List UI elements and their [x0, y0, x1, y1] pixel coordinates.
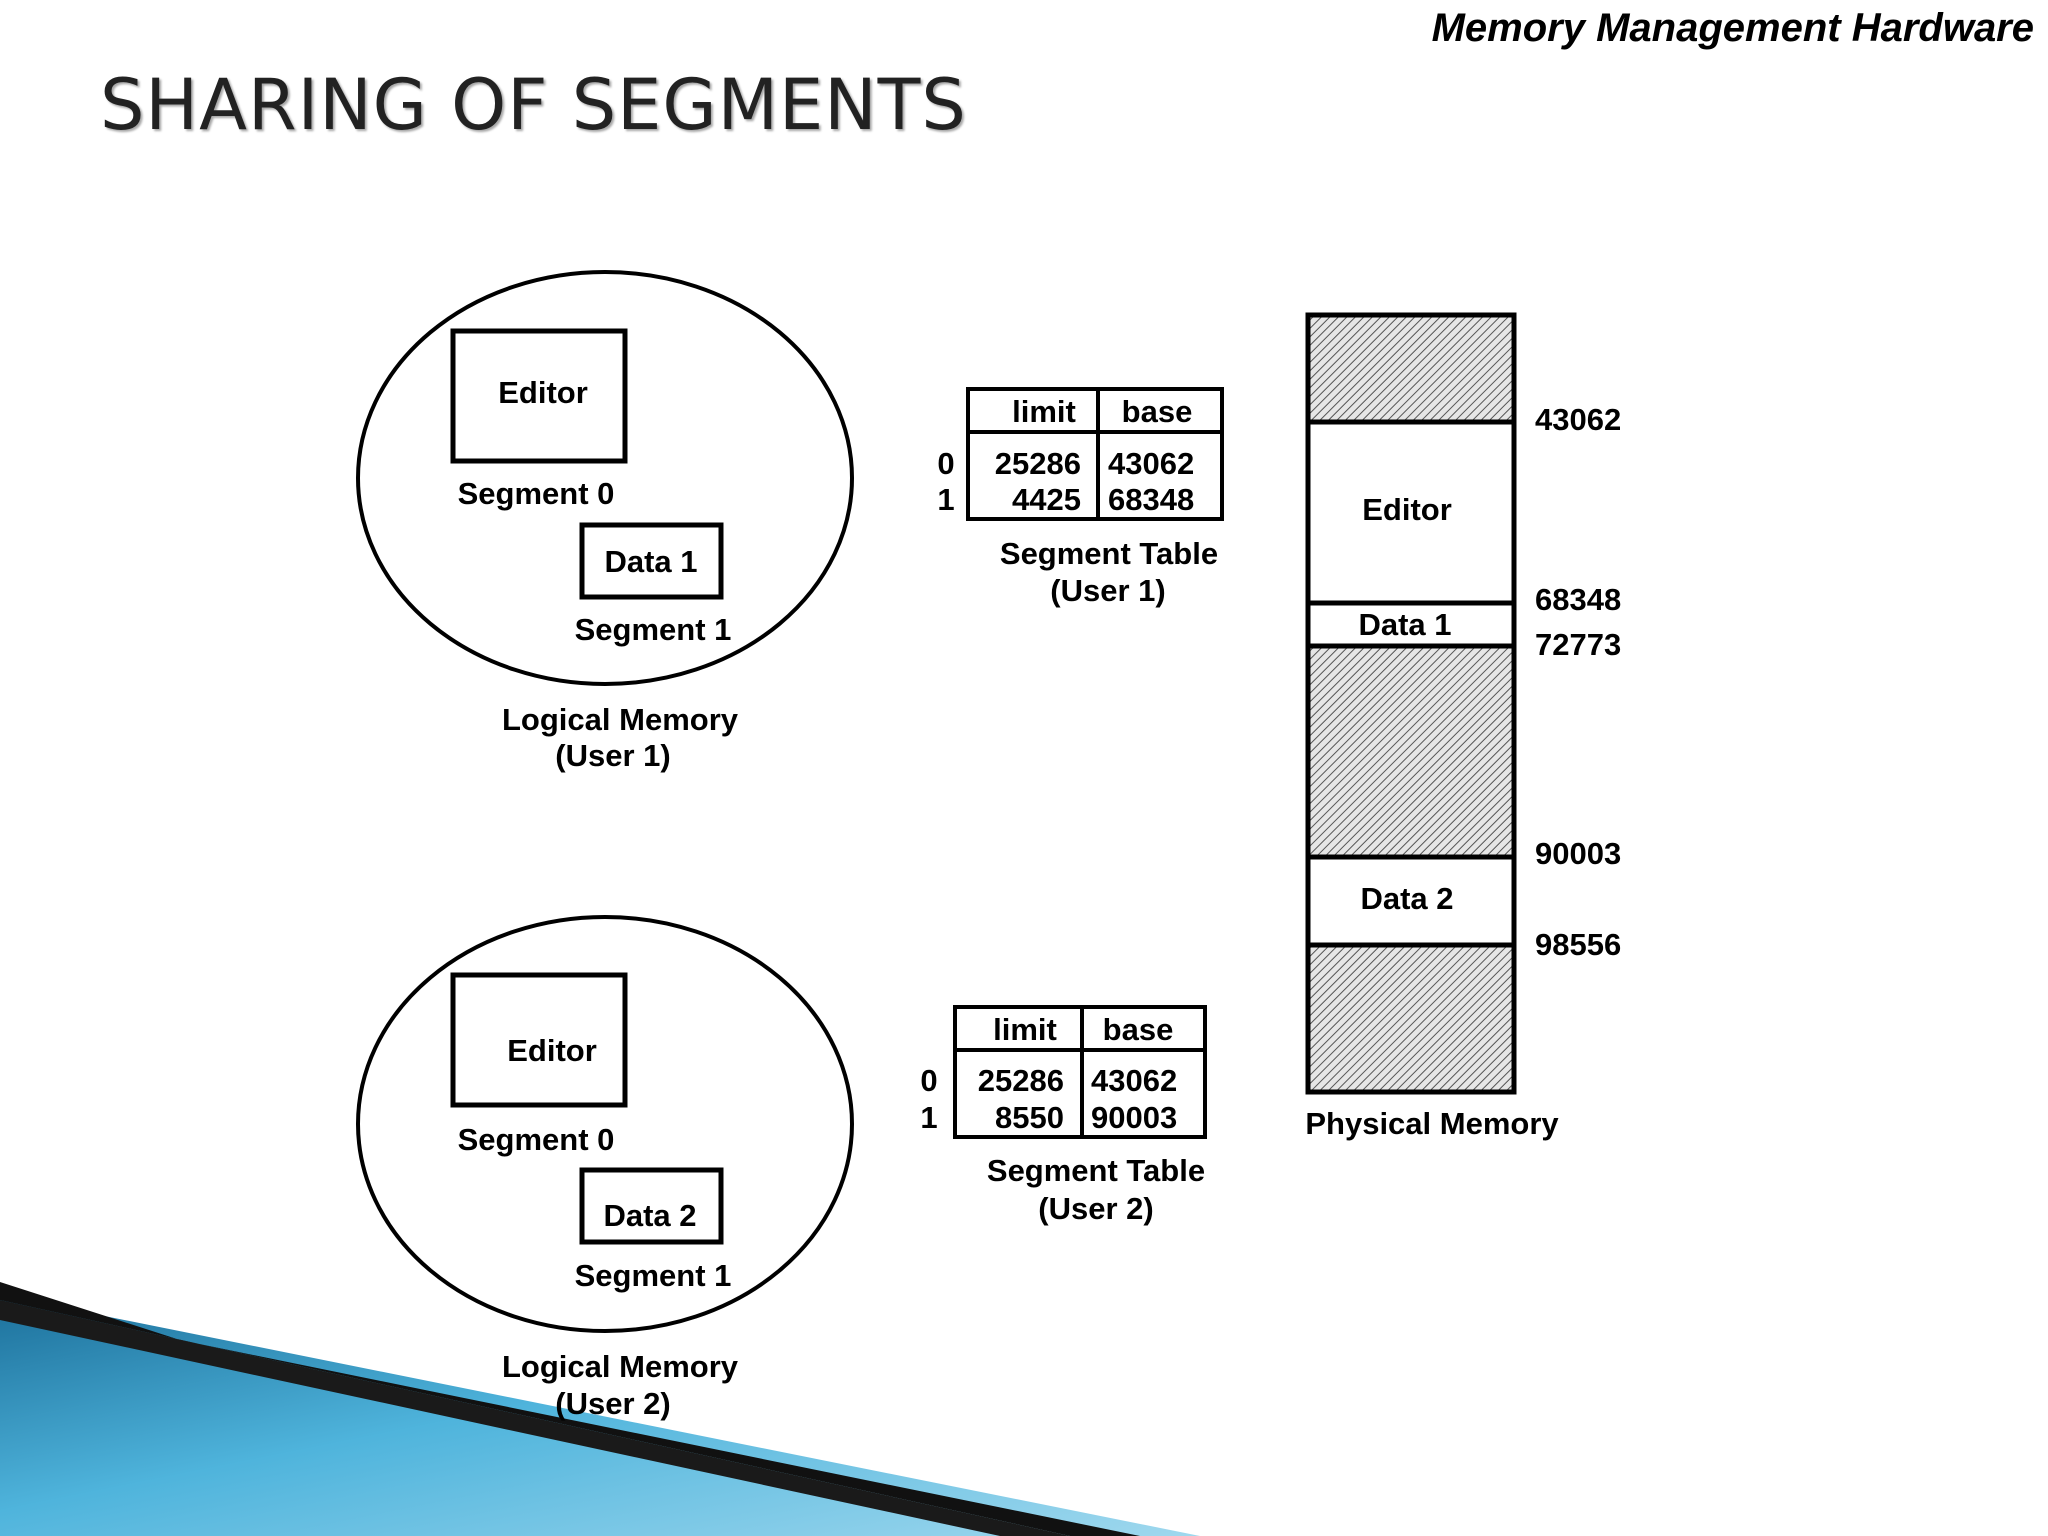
row-base: 43062	[1091, 1063, 1177, 1098]
row-limit: 4425	[1012, 482, 1081, 517]
physical-memory-frame	[1305, 312, 1517, 1095]
address-label: 98556	[1535, 927, 1621, 962]
row-index: 1	[920, 1100, 937, 1135]
row-index: 0	[937, 446, 954, 481]
free-block-bottom	[1308, 945, 1514, 1092]
editor-segment-box	[450, 972, 628, 1108]
editor-block	[1308, 422, 1514, 603]
row-index: 0	[920, 1063, 937, 1098]
segment-table-user1: limit base 0 25286 43062 1 4425 68348 Se…	[937, 387, 1224, 608]
logical-memory-user-caption: (User 1)	[555, 738, 670, 773]
logical-memory-user-caption: (User 2)	[555, 1386, 670, 1421]
row-index: 1	[937, 482, 954, 517]
row-base: 68348	[1108, 482, 1194, 517]
header-title: Memory Management Hardware	[1431, 6, 2034, 50]
address-label: 72773	[1535, 627, 1621, 662]
segment-table-caption: Segment Table	[987, 1153, 1205, 1188]
segment0-label: Segment 0	[458, 476, 615, 511]
editor-label: Editor	[498, 375, 588, 410]
segment-table-user-caption: (User 1)	[1050, 573, 1165, 608]
free-block-middle	[1308, 646, 1514, 857]
slide-title: SHARING OF SEGMENTS	[100, 64, 967, 146]
data1-block	[1308, 603, 1514, 646]
physical-memory: Editor Data 1 Data 2 43062 68348 72773 9…	[1305, 312, 1621, 1141]
physical-memory-caption: Physical Memory	[1305, 1106, 1559, 1141]
address-label: 43062	[1535, 402, 1621, 437]
data-label: Data 1	[604, 544, 697, 579]
logical-memory-user1: Editor Segment 0 Data 1 Segment 1 Logica…	[356, 270, 854, 773]
segment1-label: Segment 1	[575, 612, 732, 647]
row-base: 90003	[1091, 1100, 1177, 1135]
logical-memory-caption: Logical Memory	[502, 1349, 739, 1384]
logical-memory-ellipse	[356, 915, 854, 1333]
table-frame	[966, 387, 1224, 521]
segment1-label: Segment 1	[575, 1258, 732, 1293]
data1-block-label: Data 1	[1358, 607, 1451, 642]
limit-header: limit	[1012, 394, 1076, 429]
editor-block-label: Editor	[1362, 492, 1452, 527]
data2-block	[1308, 857, 1514, 945]
data-label: Data 2	[603, 1198, 696, 1233]
logical-memory-ellipse	[356, 270, 854, 686]
row-limit: 8550	[995, 1100, 1064, 1135]
segment0-label: Segment 0	[458, 1122, 615, 1157]
free-block-top	[1308, 315, 1514, 422]
editor-label: Editor	[507, 1033, 597, 1068]
data2-block-label: Data 2	[1360, 881, 1453, 916]
logical-memory-caption: Logical Memory	[502, 702, 739, 737]
segment-table-user2: limit base 0 25286 43062 1 8550 90003 Se…	[920, 1005, 1207, 1226]
row-limit: 25286	[995, 446, 1081, 481]
address-label: 90003	[1535, 836, 1621, 871]
data-segment-box	[579, 522, 724, 600]
segment-table-user-caption: (User 2)	[1038, 1191, 1153, 1226]
row-limit: 25286	[978, 1063, 1064, 1098]
editor-segment-box	[450, 328, 628, 464]
segment-table-caption: Segment Table	[1000, 536, 1218, 571]
data-segment-box	[579, 1167, 724, 1245]
base-header: base	[1122, 394, 1193, 429]
row-base: 43062	[1108, 446, 1194, 481]
address-label: 68348	[1535, 582, 1621, 617]
base-header: base	[1103, 1012, 1174, 1047]
limit-header: limit	[993, 1012, 1057, 1047]
decorative-swoosh	[0, 1282, 1200, 1536]
logical-memory-user2: Editor Segment 0 Data 2 Segment 1 Logica…	[356, 915, 854, 1421]
